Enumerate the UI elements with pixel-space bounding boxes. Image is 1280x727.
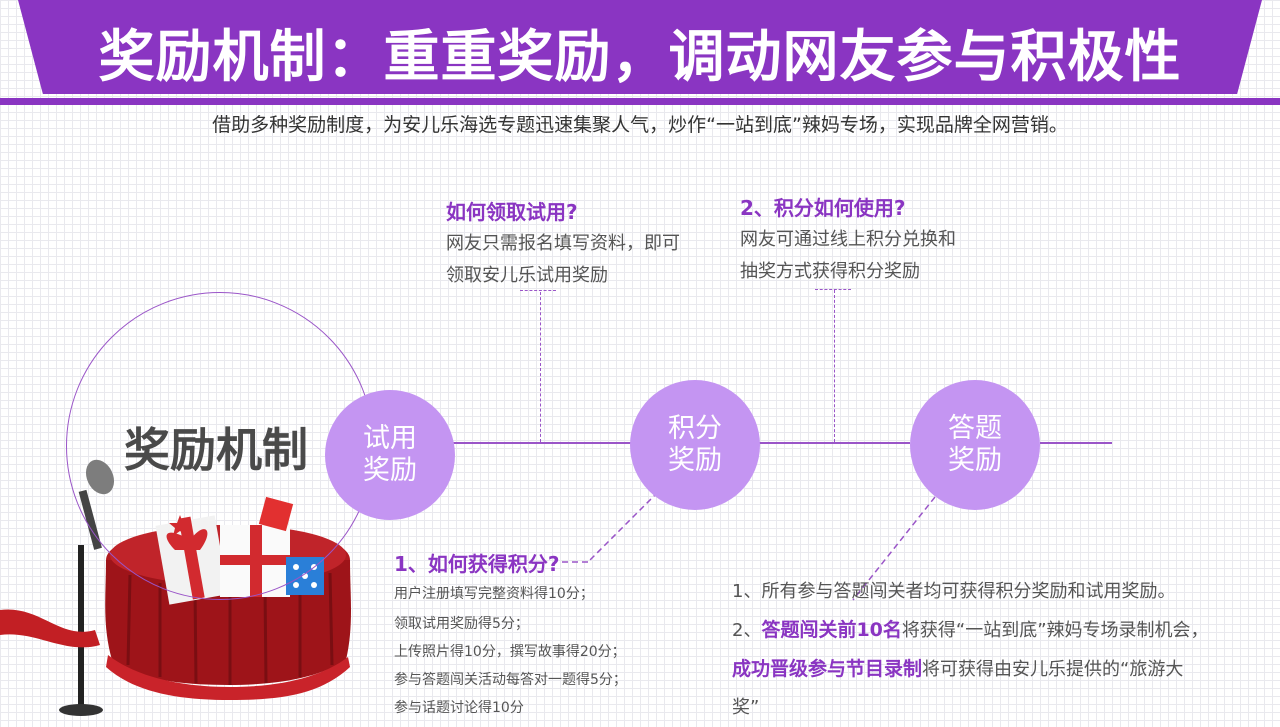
quiz-line-3-rest: 将可获得由安儿乐提供的“旅游大 bbox=[922, 659, 1184, 680]
quiz-line-2-rest: 将获得“一站到底”辣妈专场录制机会， bbox=[901, 620, 1209, 641]
page-subtitle: 借助多种奖励制度，为安儿乐海选专题迅速集聚人气，炒作“一站到底”辣妈专场，实现品… bbox=[212, 114, 1068, 136]
trial-description: 网友只需报名填写资料，即可 领取安儿乐试用奖励 bbox=[446, 228, 680, 292]
center-label: 奖励机制 bbox=[124, 423, 308, 477]
quiz-line-1: 1、所有参与答题闯关者均可获得积分奖励和试用奖励。 bbox=[732, 581, 1176, 602]
list-item: 领取试用奖励得5分； bbox=[394, 616, 529, 632]
dashed-connector bbox=[520, 290, 556, 291]
list-item: 参与答题闯关活动每答对一题得5分； bbox=[394, 672, 627, 688]
dashed-connector bbox=[815, 289, 851, 290]
quiz-highlight: 答题闯关前10名 bbox=[761, 619, 902, 641]
header-underline bbox=[0, 98, 1280, 105]
header-band bbox=[18, 0, 1262, 94]
trial-heading: 如何领取试用? bbox=[446, 200, 578, 224]
points-use-line: 网友可通过线上积分兑换和 bbox=[740, 229, 956, 250]
points-use-description: 网友可通过线上积分兑换和 抽奖方式获得积分奖励 bbox=[740, 224, 956, 288]
list-item: 用户注册填写完整资料得10分； bbox=[394, 586, 594, 602]
dashed-connector bbox=[834, 290, 835, 442]
quiz-description: 1、所有参与答题闯关者均可获得积分奖励和试用奖励。 2、答题闯关前10名将获得“… bbox=[732, 573, 1272, 727]
points-use-line: 抽奖方式获得积分奖励 bbox=[740, 261, 920, 282]
points-use-heading: 2、积分如何使用? bbox=[740, 196, 906, 220]
list-item: 上传照片得10分，撰写故事得20分； bbox=[394, 644, 626, 660]
quiz-highlight: 成功晋级参与节目录制 bbox=[732, 658, 923, 680]
trial-line: 领取安儿乐试用奖励 bbox=[446, 265, 608, 286]
dashed-connector bbox=[540, 292, 541, 442]
points-get-heading: 1、如何获得积分? bbox=[394, 552, 560, 576]
page-title: 奖励机制：重重奖励，调动网友参与积极性 bbox=[98, 25, 1182, 90]
quiz-line-2-prefix: 2、 bbox=[732, 620, 762, 641]
list-item: 参与话题讨论得10分 bbox=[394, 700, 524, 716]
connector-line bbox=[445, 442, 631, 444]
dashed-connector bbox=[852, 496, 936, 601]
connector-line bbox=[1040, 442, 1112, 444]
node-trial-reward: 试用奖励 bbox=[325, 390, 455, 520]
quiz-line-4: 奖” bbox=[732, 697, 760, 718]
trial-line: 网友只需报名填写资料，即可 bbox=[446, 233, 680, 254]
node-points-reward: 积分奖励 bbox=[630, 380, 760, 510]
dashed-connector bbox=[562, 491, 659, 563]
node-quiz-reward: 答题奖励 bbox=[910, 380, 1040, 510]
connector-line bbox=[758, 442, 910, 444]
quiz-line-2: 2、答题闯关前10名将获得“一站到底”辣妈专场录制机会， bbox=[732, 611, 1272, 650]
quiz-line-3: 成功晋级参与节目录制将可获得由安儿乐提供的“旅游大 bbox=[732, 650, 1272, 689]
